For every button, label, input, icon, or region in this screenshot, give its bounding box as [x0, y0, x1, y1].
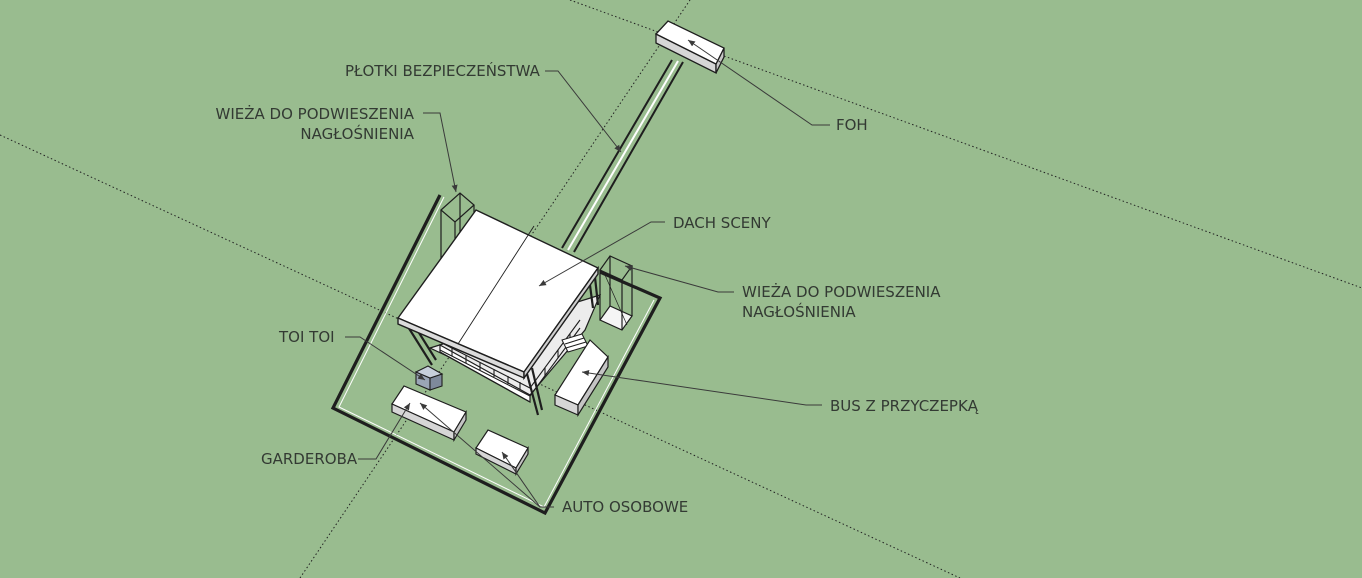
- leader-lines: [345, 39, 830, 508]
- leader-foh: [687, 39, 830, 126]
- leader-tower-right: [624, 264, 734, 293]
- label-tower-right-line1: WIEŻA DO PODWIESZENIA: [742, 283, 941, 301]
- leader-car-2: [419, 402, 541, 508]
- label-toilet: TOI TOI: [279, 328, 335, 346]
- speaker-tower-right: [599, 255, 633, 331]
- label-tower-left: WIEŻA DO PODWIESZENIA NAGŁOŚNIENIA: [206, 104, 414, 144]
- leader-roof: [538, 221, 665, 287]
- label-car: AUTO OSOBOWE: [562, 498, 689, 516]
- label-wardrobe: GARDEROBA: [261, 450, 358, 468]
- label-bus: BUS Z PRZYCZEPKĄ: [830, 397, 979, 415]
- label-tower-right: WIEŻA DO PODWIESZENIA NAGŁOŚNIENIA: [742, 282, 940, 322]
- foh-box: [654, 20, 725, 75]
- label-tower-right-line2: NAGŁOŚNIENIA: [742, 303, 856, 321]
- label-foh: FOH: [836, 116, 868, 134]
- label-roof: DACH SCENY: [673, 214, 771, 232]
- leader-toilet: [345, 336, 426, 381]
- barrier-corridor: [561, 59, 684, 253]
- wardrobe-container: [391, 385, 467, 443]
- label-tower-left-line2: NAGŁOŚNIENIA: [300, 125, 414, 143]
- bus-with-trailer: [554, 339, 609, 418]
- label-tower-left-line1: WIEŻA DO PODWIESZENIA: [215, 105, 414, 123]
- label-barriers: PŁOTKI BEZPIECZEŃSTWA: [345, 62, 540, 80]
- site-fence: [330, 194, 663, 516]
- leader-barriers: [545, 70, 622, 153]
- leader-tower-left: [423, 112, 458, 193]
- toilet-cabin: [414, 365, 444, 391]
- leader-wardrobe: [358, 402, 411, 460]
- leader-bus: [581, 370, 822, 406]
- stage-roof: [396, 209, 600, 381]
